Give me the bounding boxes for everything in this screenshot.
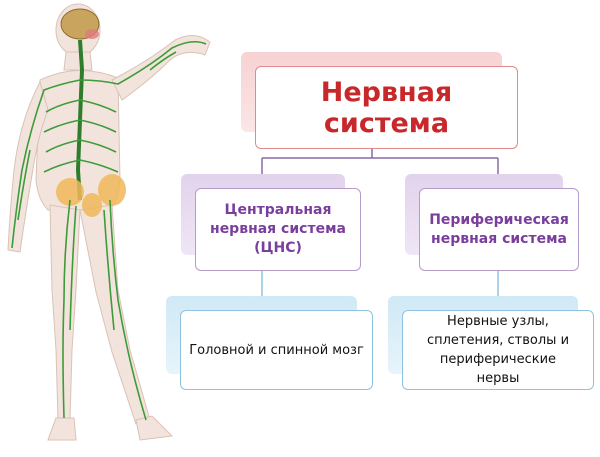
human-nervous-system-illustration	[7, 3, 211, 441]
leaf-node-peripheral-nerves: Нервные узлы, сплетения, стволы и перифе…	[402, 310, 594, 390]
root-node-nervous-system: Нервная система	[255, 66, 518, 149]
leaf-node-cns-label: Головной и спинной мозг	[189, 342, 364, 358]
branch-node-cns-label: Центральная нервная система (ЦНС)	[210, 202, 346, 256]
branch-node-cns: Центральная нервная система (ЦНС)	[195, 188, 361, 271]
nerve-network	[11, 40, 207, 421]
branch-node-pns-label: Периферическая нервная система	[429, 211, 569, 247]
branch-node-pns: Периферическая нервная система	[419, 188, 579, 271]
leaf-node-brain-spinal-cord: Головной и спинной мозг	[180, 310, 373, 390]
root-node-label: Нервная система	[320, 76, 453, 139]
sacral-plexus-icon	[56, 174, 126, 217]
leaf-node-pns-label: Нервные узлы, сплетения, стволы и перифе…	[426, 314, 570, 386]
